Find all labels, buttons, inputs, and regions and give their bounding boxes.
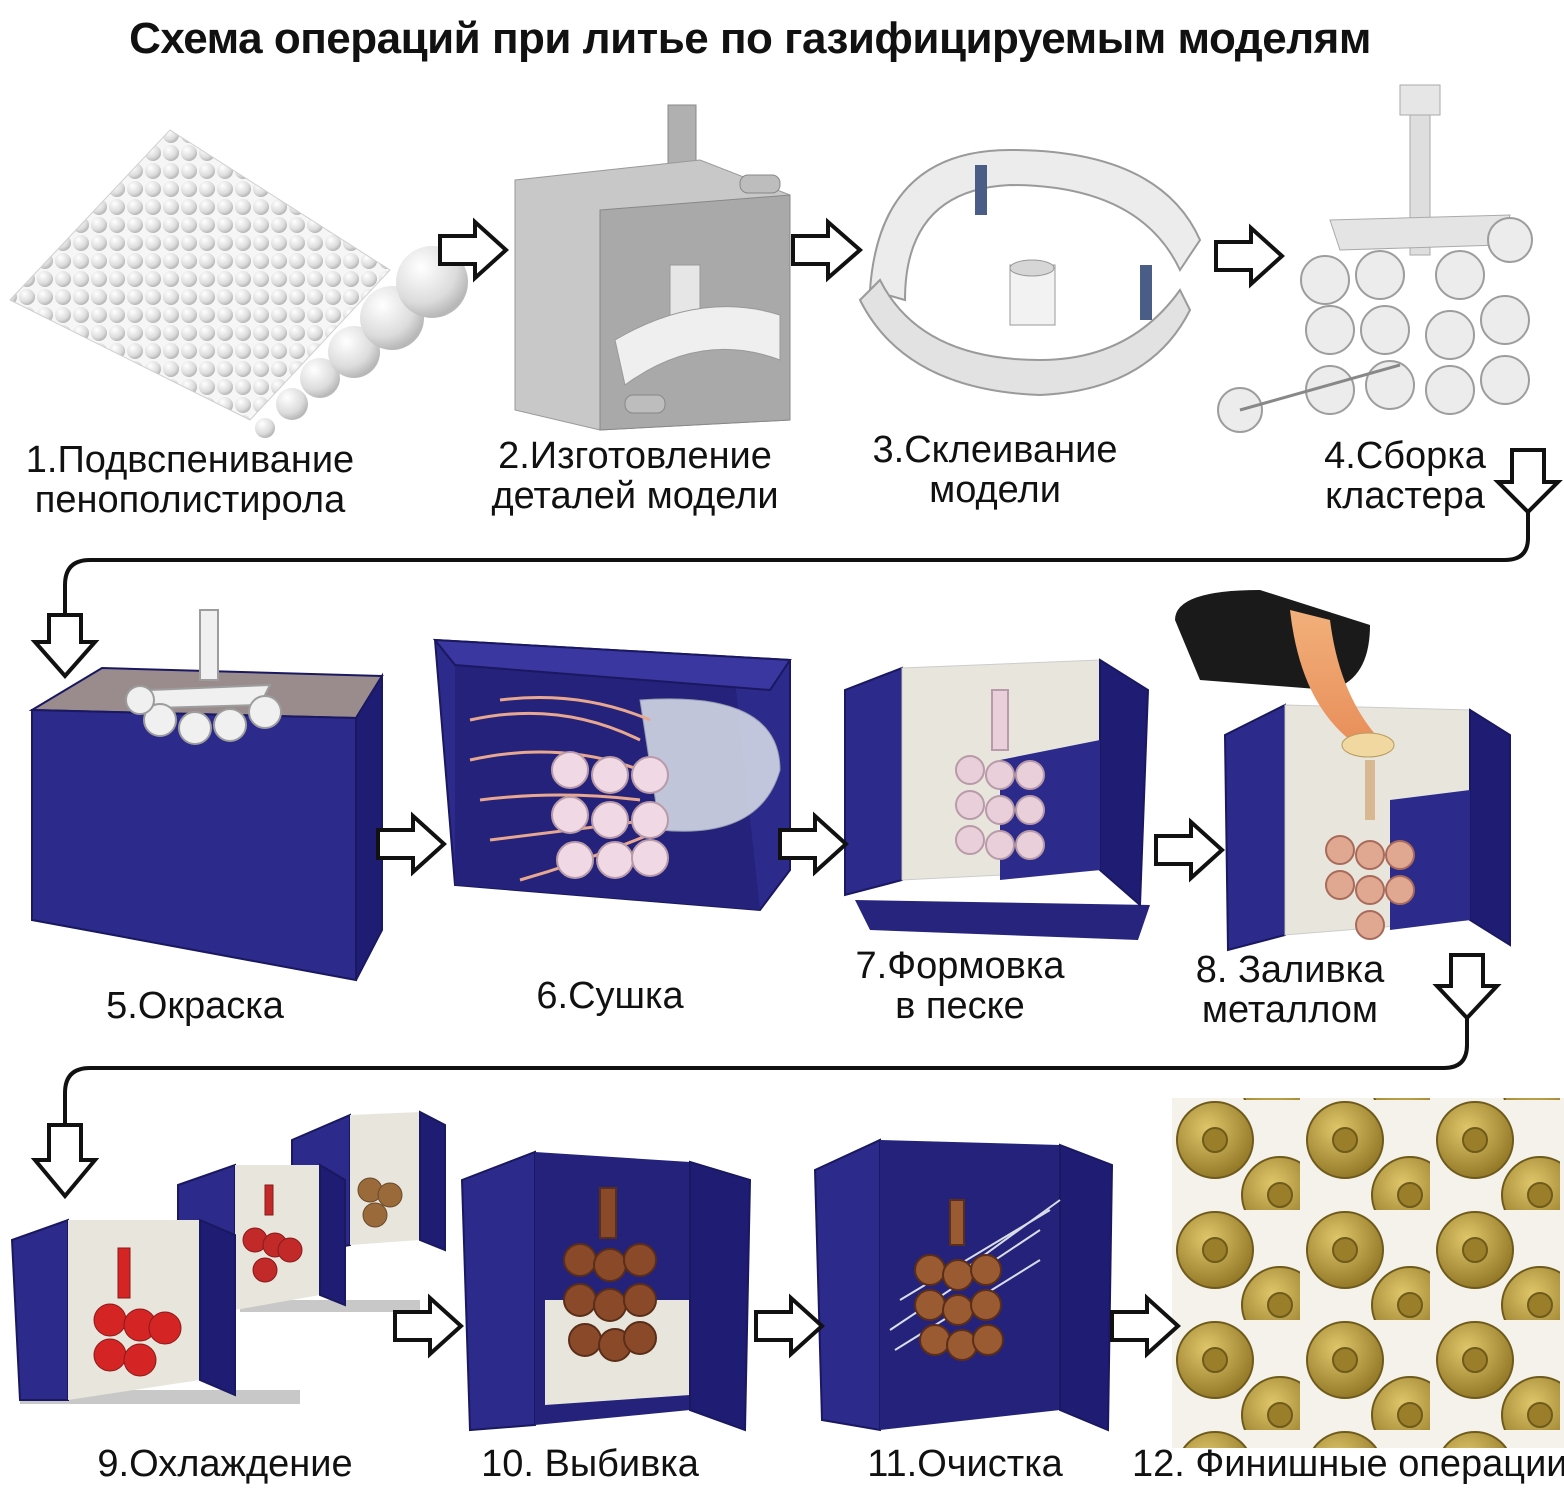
step-title: Изготовление [529,435,772,477]
step-title: Охлаждение [129,1443,353,1485]
step-title-line2: в песке [895,985,1025,1027]
flow-line-row2-to-row3 [63,1018,1469,1125]
step-title-line2: металлом [1201,989,1379,1031]
step-label-9: 9.Охлаждение [85,1444,365,1484]
arrow-right-2-3 [791,217,864,283]
step-number: 12. [1132,1443,1185,1485]
arrow-right-10-11 [754,1293,825,1359]
arrow-right-7-8 [1154,817,1225,883]
step-label-6: 6.Сушка [510,976,710,1016]
step-title: Окраска [137,985,284,1027]
step-number: 11. [867,1443,918,1485]
step-label-3: 3.Склеивание модели [850,430,1140,510]
step-number: 2. [498,435,530,477]
step-title-line2: модели [929,469,1061,511]
step-number: 1. [25,439,58,481]
step-label-7: 7.Формовка в песке [840,946,1080,1026]
step9-cooling-illustration [10,1110,446,1404]
step-title-line2: деталей модели [491,475,779,517]
arrow-down-4-to-5-end [30,613,100,680]
arrow-right-3-4 [1214,223,1285,289]
arrow-down-8-to-9-start [1432,953,1502,1021]
step-label-8: 8. Заливка металлом [1175,950,1405,1030]
step-label-4: 4.Сборка кластера [1300,436,1510,516]
step7-molding-box-illustration [844,658,1150,940]
arrow-right-9-10 [393,1293,464,1359]
step-label-12: 12. Финишные операции [1132,1443,1564,1485]
step-number: 4. [1324,435,1356,477]
step4-cluster-illustration [1217,84,1533,433]
step-title: Подвспенивание [57,439,355,481]
step-number: 10. [481,1443,534,1485]
arrow-down-4-to-5-start [1493,448,1563,515]
step-number: 6. [536,975,569,1017]
step-number: 8. [1195,949,1228,991]
step-title: Сушка [568,975,684,1017]
step12-finished-parts-illustration [1172,1098,1564,1448]
step11-cleaning-illustration [813,1138,1114,1432]
arrow-down-8-to-9-end [30,1123,100,1200]
step-label-10: 10. Выбивка [470,1444,710,1484]
flow-line-row1-to-row2 [63,512,1530,615]
step-label-1: 1.Подвспенивание пенополистирола [5,440,375,520]
step-title-line2: кластера [1325,475,1485,517]
step-number: 5. [106,985,138,1027]
step1-beads-illustration [9,129,468,438]
step-label-2: 2.Изготовление деталей модели [470,436,800,516]
step-title: Склеивание [904,429,1118,471]
step5-coating-box-illustration [28,609,384,982]
step10-shakeout-illustration [460,1150,752,1432]
step-number: 9. [97,1443,130,1485]
arrow-right-11-12 [1110,1293,1181,1359]
step-title: Выбивка [544,1443,699,1485]
step2-mold-illustration [514,104,791,431]
step-label-11: 11.Очистка [855,1444,1075,1484]
step-title-line2: пенополистирола [34,479,346,521]
step-title: Сборка [1355,435,1486,477]
step-number: 7. [855,945,888,987]
step-label-5: 5.Окраска [80,986,310,1026]
step8-pouring-illustration [1175,590,1511,952]
arrow-right-1-2 [438,217,509,283]
arrow-right-5-6 [376,811,447,877]
step-title: Очистка [917,1443,1063,1485]
diagram-title: Схема операций при литье по газифицируем… [129,14,1371,63]
step-title: Финишные операции [1195,1443,1564,1485]
step-title: Формовка [887,945,1065,987]
arrow-right-6-7 [778,811,849,877]
step-title: Заливка [1237,949,1385,991]
step3-model-illustration [858,148,1202,397]
step-number: 3. [872,429,905,471]
step6-drying-box-illustration [432,638,792,912]
